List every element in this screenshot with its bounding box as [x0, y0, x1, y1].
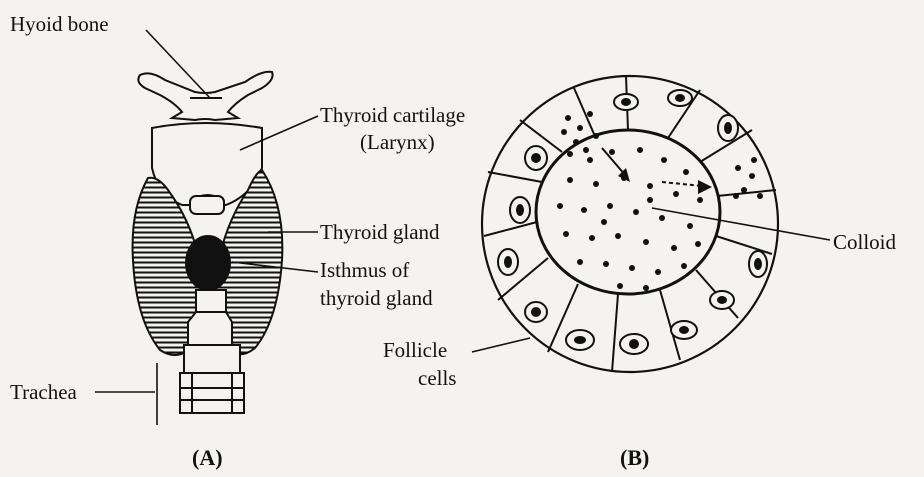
colloid-label: Colloid: [833, 230, 896, 254]
hyoid-bone-label: Hyoid bone: [10, 12, 109, 36]
colloid-lumen: [536, 130, 720, 294]
thyroid-cartilage-label: Thyroid cartilage: [320, 103, 465, 127]
follicle-cells-label-line2: cells: [418, 366, 456, 390]
figure-b-caption: (B): [620, 446, 649, 470]
larynx-label: (Larynx): [360, 130, 435, 154]
trachea-shape: [196, 290, 226, 312]
trachea-label: Trachea: [10, 380, 77, 404]
thyroid-gland-label: Thyroid gland: [320, 220, 440, 244]
thyroid-gland-illustration: [133, 72, 283, 413]
isthmus-label-line2: thyroid gland: [320, 286, 433, 310]
isthmus-shape: [186, 236, 230, 290]
follicle-cells-label-line1: Follicle: [383, 338, 447, 362]
figure-a-caption: (A): [192, 446, 223, 470]
hyoid-bone-shape: [138, 72, 272, 120]
follicle-illustration: [482, 76, 778, 372]
isthmus-label-line1: Isthmus of: [320, 258, 409, 282]
